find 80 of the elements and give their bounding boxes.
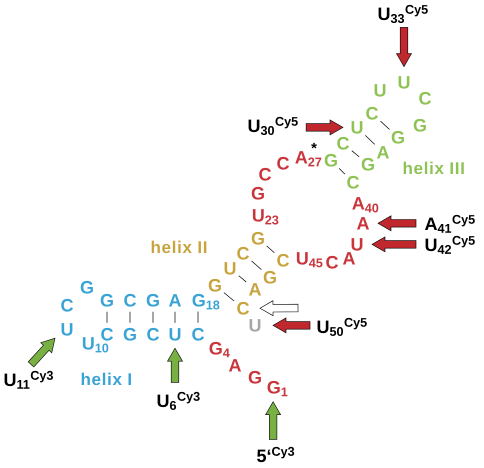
base-pair-line bbox=[351, 150, 360, 158]
nucleotide-letter: C bbox=[347, 176, 360, 189]
position-label: A$_{41}$Cy5 bbox=[424, 214, 475, 233]
position-label: U$_{42}$Cy5 bbox=[426, 236, 475, 254]
nucleotide-letter: C bbox=[192, 328, 204, 341]
position-label: U$_{30}$Cy5 bbox=[248, 116, 298, 135]
nucleotide-letter: A$_{40}$ bbox=[352, 197, 378, 212]
nucleotide-letter: G bbox=[392, 130, 404, 144]
nucleotide-letter: C bbox=[277, 156, 290, 170]
arrow bbox=[371, 236, 416, 252]
nucleotide-letter: U bbox=[398, 76, 410, 89]
nucleotide-letter: C bbox=[147, 328, 160, 341]
nucleotide-letter: C bbox=[61, 298, 74, 312]
nucleotide-letter: G bbox=[208, 278, 221, 292]
nucleotide-letter: C bbox=[124, 294, 136, 307]
arrow bbox=[272, 317, 310, 334]
nucleotide-letter: U$_{45}$ bbox=[296, 252, 322, 268]
asterisk: * bbox=[311, 142, 317, 148]
nucleotide-letter: G$_{1}$ bbox=[268, 380, 288, 396]
base-pair-line bbox=[152, 311, 154, 324]
nucleotide-letter: U bbox=[250, 319, 260, 332]
nucleotide-letter: A bbox=[376, 146, 390, 158]
position-label: U$_{11}$Cy3 bbox=[4, 370, 53, 389]
nucleotide-letter: G bbox=[264, 270, 276, 284]
nucleotide-letter: C bbox=[419, 92, 432, 105]
nucleotide-letter: G$_{4}$ bbox=[210, 342, 230, 358]
nucleotide-letter: G bbox=[124, 328, 136, 341]
nucleotide-letter: G$_{18}$ bbox=[192, 294, 220, 310]
arrow bbox=[396, 27, 412, 68]
arrow bbox=[259, 300, 298, 316]
nucleotide-letter: G bbox=[100, 294, 113, 307]
arrow bbox=[377, 215, 416, 232]
nucleotide-letter: C bbox=[277, 254, 290, 267]
nucleotide-letter: G bbox=[252, 186, 264, 200]
arrow bbox=[166, 348, 184, 383]
helix-label: helix I bbox=[82, 372, 131, 386]
nucleotide-letter: U$_{23}$ bbox=[252, 209, 278, 224]
arrow bbox=[306, 119, 344, 136]
nucleotide-letter: C bbox=[366, 106, 378, 120]
base-pair-line bbox=[338, 168, 346, 175]
nucleotide-letter: C bbox=[326, 256, 338, 269]
base-pair-line bbox=[238, 275, 247, 282]
nucleotide-letter: G bbox=[252, 232, 264, 245]
nucleotide-letter: A bbox=[168, 294, 182, 306]
base-pair-line bbox=[174, 311, 176, 324]
nucleotide-letter: G bbox=[248, 370, 261, 384]
position-label: U$_{6}$Cy3 bbox=[158, 392, 200, 410]
base-pair-line bbox=[251, 260, 262, 270]
nucleotide-letter: U bbox=[224, 262, 236, 275]
arrow bbox=[265, 401, 282, 440]
nucleotide-letter: A bbox=[342, 252, 356, 264]
helix-label: helix III bbox=[404, 162, 464, 174]
base-pair-line bbox=[364, 135, 376, 145]
position-label: 5‘$^{Cy3}$ bbox=[257, 446, 294, 462]
nucleotide-letter: U bbox=[352, 121, 362, 134]
position-label: U$_{33}$Cy5 bbox=[378, 4, 428, 23]
arrow bbox=[28, 338, 56, 368]
nucleotide-letter: C bbox=[237, 246, 250, 260]
nucleotide-letter: U bbox=[352, 238, 362, 251]
nucleotide-letter: U bbox=[374, 84, 386, 97]
base-pair-line bbox=[224, 292, 234, 302]
nucleotide-letter: G bbox=[324, 154, 337, 167]
nucleotide-letter: G bbox=[80, 280, 93, 294]
base-pair-line bbox=[380, 120, 390, 130]
nucleotide-letter: C bbox=[337, 136, 350, 150]
base-pair-line bbox=[106, 311, 108, 324]
nucleotide-letter: A bbox=[248, 283, 262, 296]
base-pair-line bbox=[266, 246, 275, 254]
position-label: U$_{50}$Cy5 bbox=[318, 318, 367, 336]
nucleotide-letter: U bbox=[170, 328, 180, 341]
nucleotide-letter: C bbox=[259, 168, 272, 181]
nucleotide-letter: G bbox=[362, 158, 374, 171]
helix-label: helix II bbox=[152, 240, 206, 254]
nucleotide-letter: U bbox=[62, 323, 72, 336]
nucleotide-letter: A bbox=[228, 359, 242, 372]
nucleotide-letter: G bbox=[414, 118, 426, 132]
nucleotide-letter: A$_{27}$ bbox=[295, 151, 322, 166]
nucleotide-letter: G bbox=[146, 294, 159, 307]
nucleotide-letter: C bbox=[237, 302, 250, 315]
nucleotide-letter: A bbox=[356, 217, 370, 230]
